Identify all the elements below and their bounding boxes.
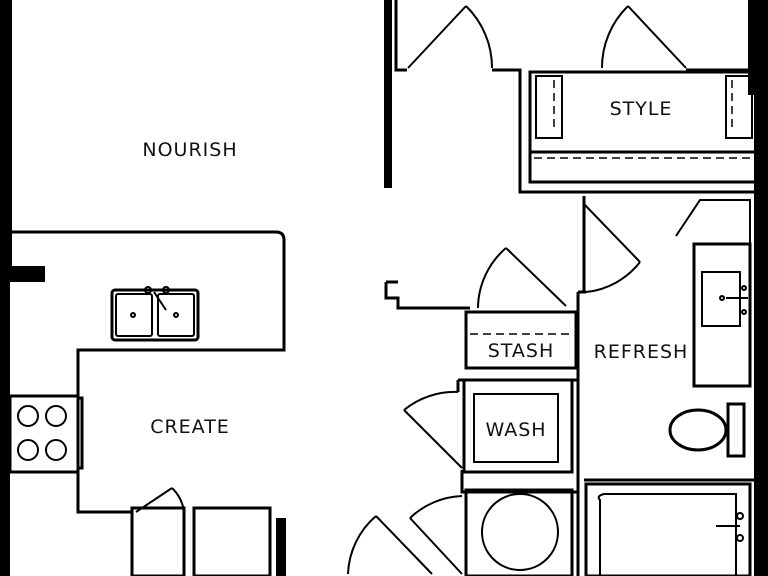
interior-walls — [276, 0, 756, 576]
room-label-create: CREATE — [150, 416, 230, 438]
kitchen — [8, 230, 286, 576]
room-label-wash: WASH — [485, 419, 547, 441]
room-label-style: STYLE — [609, 98, 673, 120]
washer — [464, 488, 574, 576]
wash-closet — [462, 378, 574, 474]
stash-closet — [464, 310, 578, 370]
room-label-refresh: REFRESH — [593, 341, 689, 363]
style-closet — [528, 70, 758, 184]
room-label-nourish: NOURISH — [142, 139, 238, 161]
bath-fixtures — [584, 199, 752, 576]
room-label-stash: STASH — [487, 340, 555, 362]
doors — [135, 5, 687, 575]
